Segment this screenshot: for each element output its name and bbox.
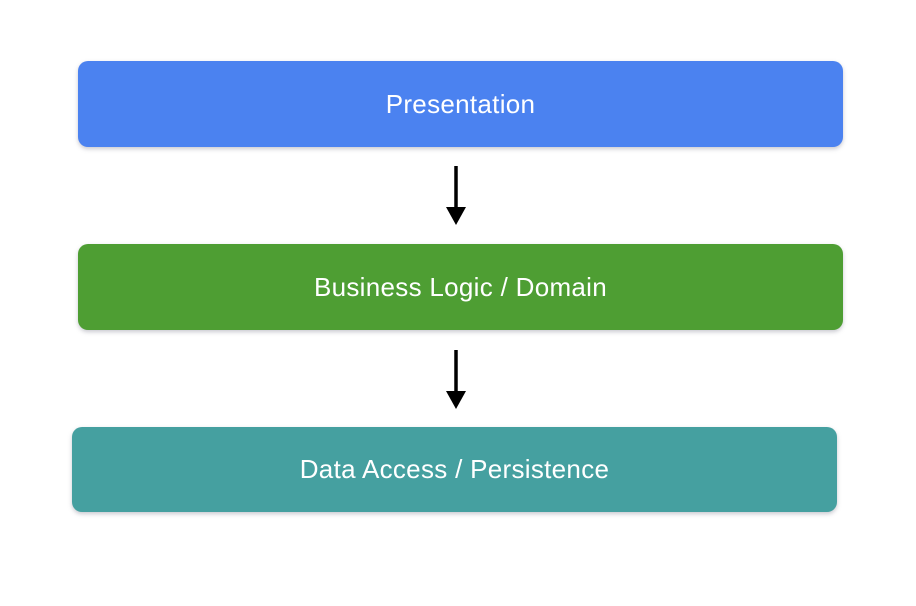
- layer-label-business-logic: Business Logic / Domain: [313, 271, 608, 302]
- layer-box-business-logic: Business Logic / Domain: [78, 244, 843, 330]
- down-arrow-icon: [445, 349, 467, 409]
- layer-box-presentation: Presentation: [78, 61, 843, 147]
- down-arrow-glyph: [446, 350, 466, 409]
- down-arrow-icon: [445, 165, 467, 225]
- down-arrow-glyph: [446, 166, 466, 225]
- layer-label-presentation: Presentation: [385, 88, 536, 119]
- layer-box-data-access: Data Access / Persistence: [72, 427, 837, 512]
- layer-label-data-access: Data Access / Persistence: [299, 454, 610, 484]
